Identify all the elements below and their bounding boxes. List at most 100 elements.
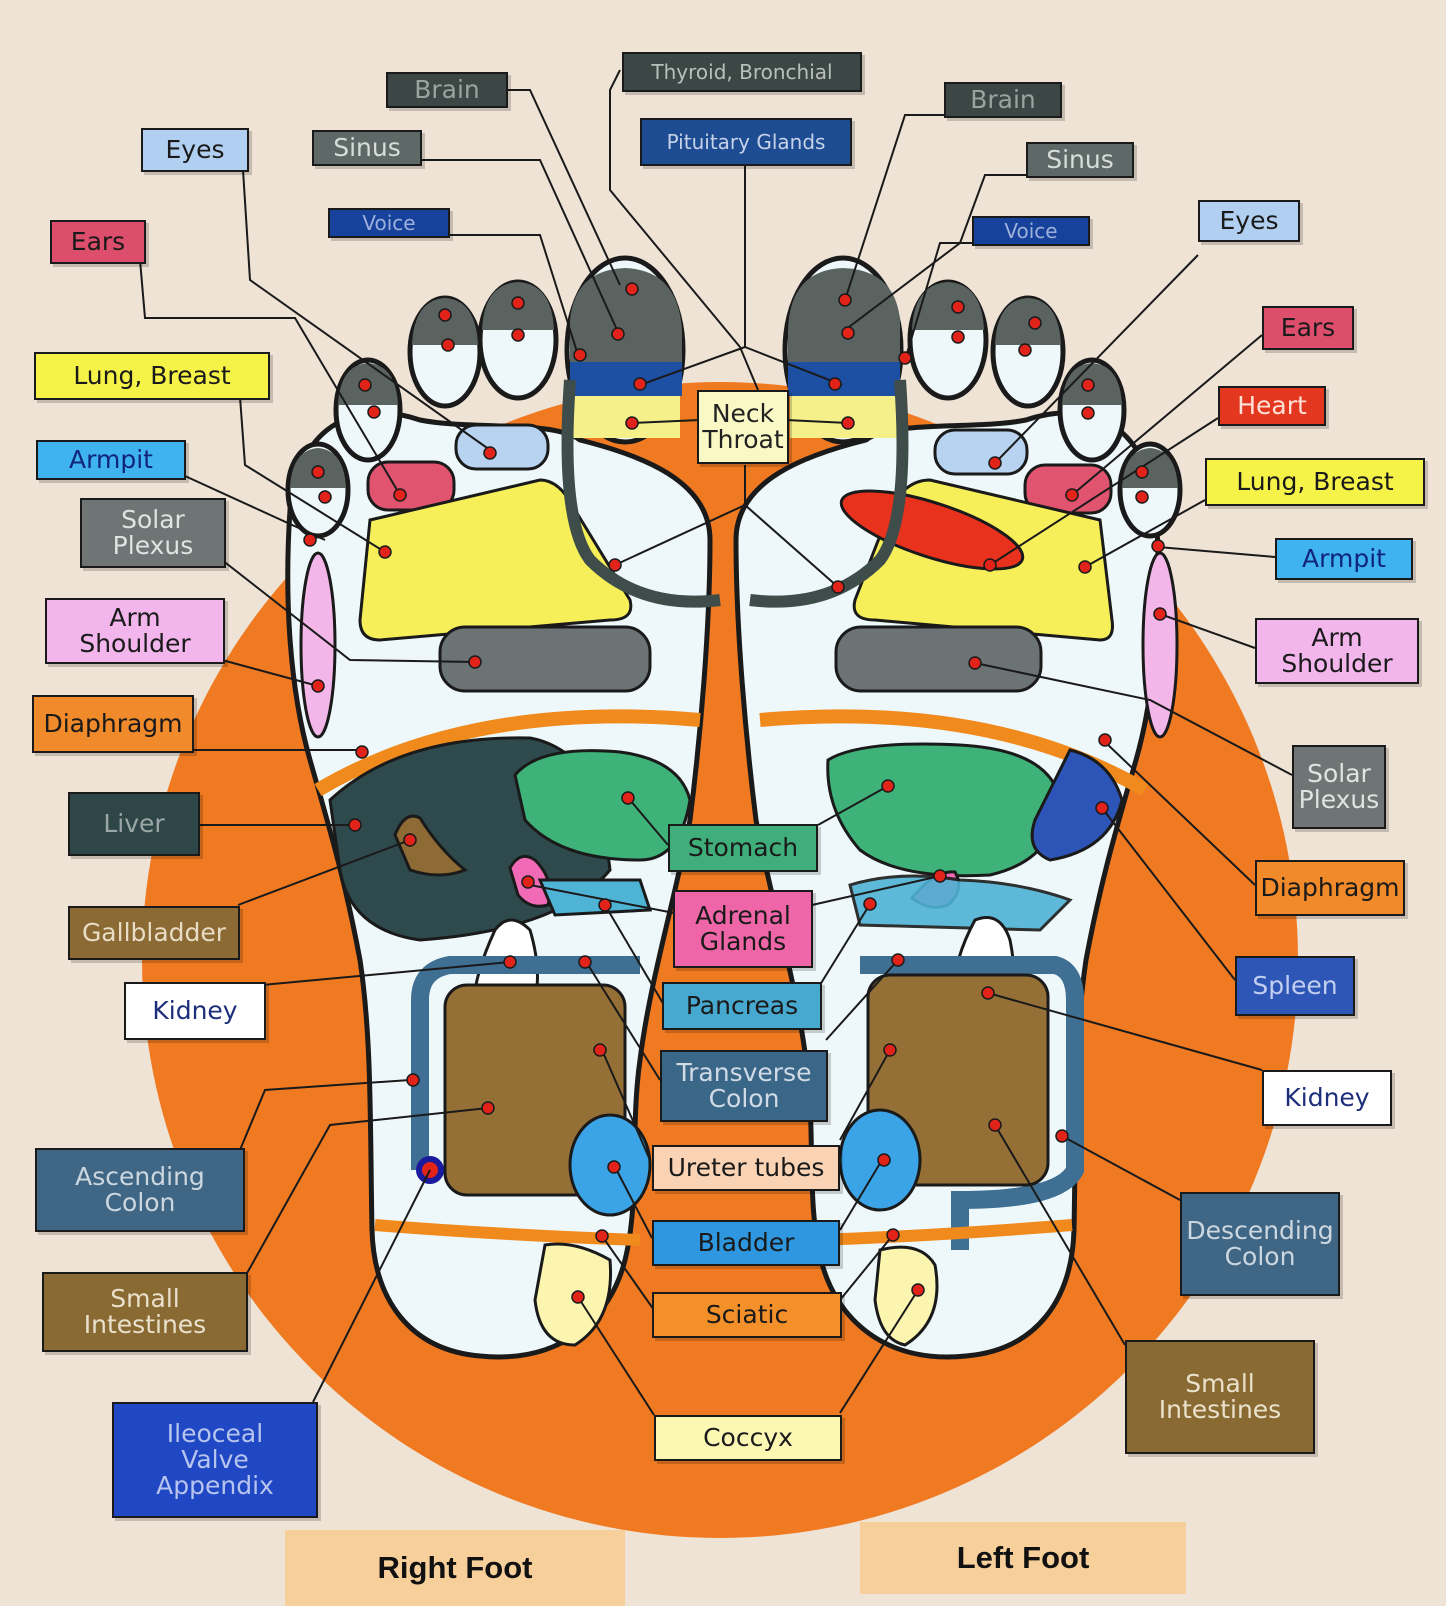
marker: [521, 875, 535, 889]
left-solar-zone: [834, 625, 1043, 693]
right-big-toe-top: [570, 268, 682, 362]
left-sciatic-band: [817, 1219, 1073, 1246]
marker: [1065, 488, 1079, 502]
left-voice-band: [788, 362, 900, 396]
line-ureter-l: [839, 1049, 891, 1141]
marker: [838, 293, 852, 307]
label-right-arm-shoulder: Arm Shoulder: [45, 598, 225, 664]
line-l-voice: [904, 242, 972, 361]
marker: [988, 456, 1002, 470]
left-pancreas-zone: [848, 874, 1073, 932]
marker: [598, 898, 612, 912]
line-r-kidney: [261, 961, 511, 986]
line-r-solar: [221, 559, 476, 663]
left-toe-3-top: [995, 298, 1061, 345]
line-r-lung: [239, 396, 386, 553]
marker: [621, 791, 635, 805]
line-r-small: [245, 1107, 489, 1276]
line-thyroid: [609, 69, 759, 391]
label-right-diaphragm: Diaphragm: [32, 695, 194, 753]
left-foot-title: Left Foot: [860, 1522, 1186, 1594]
line-r-voice: [448, 234, 579, 356]
right-sinus-line: [561, 379, 721, 608]
label-left-solar-plexus: Solar Plexus: [1292, 745, 1386, 829]
marker: [1018, 343, 1032, 357]
right-foot-title: Right Foot: [285, 1530, 625, 1606]
marker: [988, 1118, 1002, 1132]
label-right-liver: Liver: [68, 792, 200, 856]
marker: [933, 869, 947, 883]
marker: [441, 338, 455, 352]
line-neck-r: [631, 419, 701, 424]
line-l-armpit: [1157, 546, 1276, 558]
marker: [607, 1160, 621, 1174]
marker: [358, 378, 372, 392]
marker: [883, 1043, 897, 1057]
label-neck-throat: Neck Throat: [697, 390, 789, 464]
marker: [318, 490, 332, 504]
label-right-brain: Brain: [386, 72, 508, 108]
marker: [303, 533, 317, 547]
line-r-ears: [139, 259, 401, 496]
label-ureter-tubes: Ureter tubes: [652, 1145, 840, 1191]
line-r-sinus: [418, 159, 619, 333]
left-toe-2-top: [912, 282, 984, 330]
marker: [951, 300, 965, 314]
line-l-diaphragm: [1104, 741, 1256, 886]
line-r-ileo: [312, 1169, 431, 1403]
marker: [593, 1043, 607, 1057]
line-sciatic-r: [601, 1235, 655, 1311]
left-eyes-zone: [933, 428, 1029, 476]
left-throat-band: [790, 396, 898, 438]
label-left-lung-breast: Lung, Breast: [1205, 458, 1425, 506]
line-transverse-l: [825, 959, 899, 1041]
line-throat-l: [744, 504, 839, 588]
label-right-lung-breast: Lung, Breast: [34, 352, 270, 400]
marker: [951, 330, 965, 344]
label-right-eyes: Eyes: [141, 128, 249, 172]
marker: [625, 282, 639, 296]
marker: [468, 655, 482, 669]
left-foot-drawing: [733, 255, 1183, 1360]
marker: [406, 1073, 420, 1087]
label-left-brain: Brain: [944, 82, 1062, 118]
left-toe-5-top: [1122, 448, 1178, 488]
marker: [1135, 465, 1149, 479]
right-eyes-zone: [454, 423, 550, 471]
marker: [898, 351, 912, 365]
marker: [1028, 316, 1042, 330]
marker: [595, 1229, 609, 1243]
marker: [348, 818, 362, 832]
label-coccyx: Coccyx: [654, 1415, 842, 1461]
line-l-arm: [1159, 613, 1256, 649]
label-right-ileocecal: Ileoceal Valve Appendix: [112, 1402, 318, 1518]
marker: [891, 953, 905, 967]
label-pancreas: Pancreas: [662, 982, 822, 1030]
left-arm-zone: [1141, 551, 1179, 739]
label-left-kidney: Kidney: [1262, 1070, 1392, 1126]
label-right-ears: Ears: [50, 220, 146, 264]
right-throat-band: [572, 396, 680, 438]
label-right-ascending-colon: Ascending Colon: [35, 1148, 245, 1232]
line-coccyx-r: [577, 1296, 655, 1416]
line-r-eyes: [242, 169, 491, 451]
label-left-arm-shoulder: Arm Shoulder: [1255, 618, 1419, 684]
line-r-brain: [500, 89, 621, 286]
label-thyroid-bronchial: Thyroid, Bronchial: [622, 52, 862, 92]
label-adrenal-glands: Adrenal Glands: [673, 890, 813, 968]
label-pituitary-glands: Pituitary Glands: [640, 118, 852, 166]
label-left-descending-colon: Descending Colon: [1180, 1192, 1340, 1296]
marker: [578, 955, 592, 969]
marker: [511, 296, 525, 310]
label-bladder: Bladder: [652, 1220, 840, 1266]
marker: [511, 328, 525, 342]
line-l-heart: [989, 417, 1219, 566]
marker: [1055, 1129, 1069, 1143]
label-stomach: Stomach: [668, 824, 818, 872]
line-bladder-l: [839, 1159, 883, 1231]
line-stomach-r: [629, 799, 669, 846]
line-ureter-r: [601, 1049, 651, 1161]
left-coccyx-zone: [873, 1245, 939, 1347]
marker: [968, 656, 982, 670]
